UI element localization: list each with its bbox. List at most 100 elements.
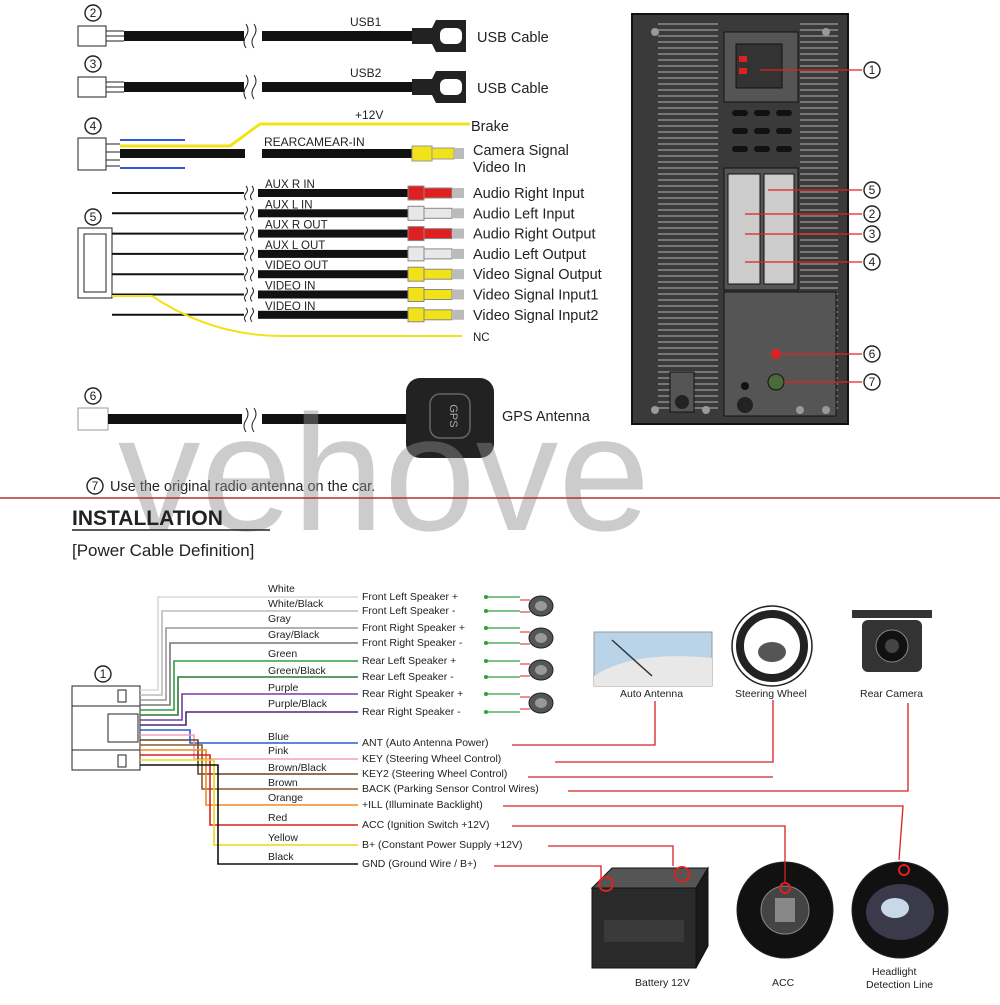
wire-function-label: Front Left Speaker + xyxy=(362,591,458,603)
svg-text:1: 1 xyxy=(869,63,876,77)
panel-number: 2 xyxy=(863,205,881,223)
auto-antenna-label: Auto Antenna xyxy=(620,688,683,700)
wire-color-label: White/Black xyxy=(268,598,324,610)
wire-color-label: Green/Black xyxy=(268,665,327,677)
panel-number: 6 xyxy=(863,345,881,363)
wire-function-label: Rear Left Speaker - xyxy=(362,671,454,683)
svg-text:4: 4 xyxy=(90,119,97,133)
steering-wheel-label: Steering Wheel xyxy=(735,688,807,700)
svg-text:2: 2 xyxy=(869,207,876,221)
svg-text:6: 6 xyxy=(869,347,876,361)
av-row: VIDEO IN Video Signal Input1 xyxy=(112,281,599,304)
acc-device: ACC xyxy=(736,861,834,989)
wire-color-label: Gray xyxy=(268,613,292,625)
battery-device: Battery 12V xyxy=(590,866,709,989)
svg-text:5: 5 xyxy=(90,210,97,224)
camera-number: 4 xyxy=(84,117,102,135)
av-desc: Audio Right Output xyxy=(473,227,596,243)
wire-color-label: Blue xyxy=(268,731,289,743)
av-desc: Audio Left Input xyxy=(473,206,575,222)
panel-number: 3 xyxy=(863,225,881,243)
wire-color-label: Gray/Black xyxy=(268,629,320,641)
panel-number: 7 xyxy=(863,373,881,391)
battery-label: Battery 12V xyxy=(635,977,690,989)
steering-wheel-device: Steering Wheel xyxy=(731,605,813,700)
usb2-number: 3 xyxy=(84,55,102,73)
wire-color-label: White xyxy=(268,583,295,595)
usb1-number: 2 xyxy=(84,4,102,22)
wire-color-label: Brown xyxy=(268,777,298,789)
nc-label: NC xyxy=(473,332,490,344)
watermark: vehove xyxy=(118,381,650,565)
speakers xyxy=(520,595,554,714)
wire-color-label: Yellow xyxy=(268,832,298,844)
gps-box-label: GPS xyxy=(447,404,459,427)
power-connector-number: 1 xyxy=(94,665,112,683)
wire-color-label: Pink xyxy=(268,745,289,757)
wire-function-label: KEY2 (Steering Wheel Control) xyxy=(362,768,507,780)
speaker-icon xyxy=(520,595,554,617)
wire-function-label: Rear Right Speaker - xyxy=(362,706,461,718)
power-connector: 1 xyxy=(71,665,141,771)
usb1-cable: 2 USB1 USB Cable xyxy=(77,4,549,52)
speaker-icon xyxy=(520,659,554,681)
rearcam-wire-label: REARCAMEAR-IN xyxy=(264,135,365,149)
wire-color-label: Green xyxy=(268,648,297,660)
wire-color-label: Brown/Black xyxy=(268,762,327,774)
av-wire-label: AUX L IN xyxy=(265,199,313,211)
wire-function-label: KEY (Steering Wheel Control) xyxy=(362,753,501,765)
installation-title: INSTALLATION xyxy=(72,507,223,530)
panel-number: 4 xyxy=(863,253,881,271)
svg-text:3: 3 xyxy=(869,227,876,241)
svg-text:6: 6 xyxy=(90,389,97,403)
av-desc: Audio Right Input xyxy=(473,186,584,202)
installation-subtitle: [Power Cable Definition] xyxy=(72,541,254,560)
svg-text:7: 7 xyxy=(869,375,876,389)
wire-function-label: ACC (Ignition Switch +12V) xyxy=(362,819,490,831)
antenna-note: 7 Use the original radio antenna on the … xyxy=(86,477,375,495)
av-desc: Video Signal Input2 xyxy=(473,308,599,324)
antenna-note-text: Use the original radio antenna on the ca… xyxy=(110,479,375,495)
av-wire-label: AUX L OUT xyxy=(265,240,325,252)
wire-function-label: +ILL (Illuminate Backlight) xyxy=(362,799,483,811)
wire-color-label: Black xyxy=(268,851,294,863)
usb2-desc: USB Cable xyxy=(477,81,549,97)
camera-desc-1: Camera Signal xyxy=(473,143,569,159)
gps-cable: 6 GPS GPS Antenna xyxy=(77,378,591,458)
av-row: AUX R IN Audio Right Input xyxy=(112,179,584,202)
headlight-device: Headlight Detection Line xyxy=(851,861,949,991)
wire-color-label: Purple xyxy=(268,682,299,694)
headlight-label-2: Detection Line xyxy=(866,979,933,991)
av-wire-label: AUX R IN xyxy=(265,179,315,191)
wire-function-label: GND (Ground Wire / B+) xyxy=(362,858,477,870)
brake-label: Brake xyxy=(471,119,509,135)
svg-text:1: 1 xyxy=(100,667,107,681)
wire-function-label: Front Left Speaker - xyxy=(362,605,456,617)
acc-label: ACC xyxy=(772,977,795,989)
wire-function-label: BACK (Parking Sensor Control Wires) xyxy=(362,783,539,795)
camera-desc-2: Video In xyxy=(473,160,526,176)
usb2-wire-label: USB2 xyxy=(350,66,382,80)
av-wire-label: VIDEO IN xyxy=(265,281,315,293)
svg-text:2: 2 xyxy=(90,6,97,20)
usb1-wire-label: USB1 xyxy=(350,15,382,29)
wire-function-label: ANT (Auto Antenna Power) xyxy=(362,737,488,749)
power-wire: Orange+ILL (Illuminate Backlight) xyxy=(140,749,483,811)
av-wire-label: AUX R OUT xyxy=(265,220,328,232)
av-wire-label: VIDEO OUT xyxy=(265,260,328,272)
av-desc: Video Signal Input1 xyxy=(473,288,599,304)
